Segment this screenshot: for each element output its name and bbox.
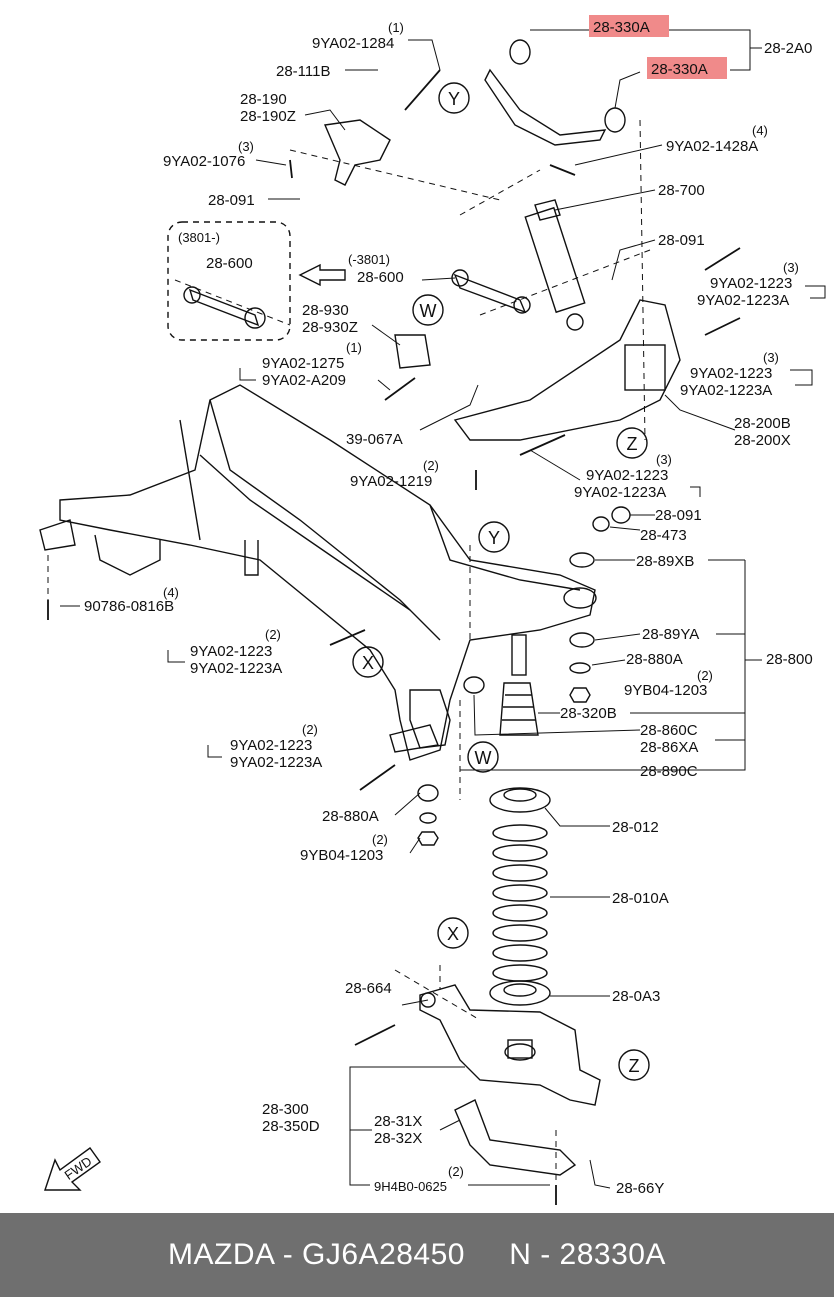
callout-qty: (4) <box>163 585 179 600</box>
callout-28-890C: 28-890C <box>640 763 698 780</box>
callout-3801-to: (-3801) <box>348 252 390 267</box>
callout-28-32X: 28-32X <box>374 1130 422 1147</box>
callout-9YA02-1223A: 9YA02-1223A <box>697 292 789 309</box>
callout-qty: (2) <box>448 1164 464 1179</box>
callout-28-320B: 28-320B <box>560 705 617 722</box>
exploded-parts-diagram: Y W Z Y X W X Z (1) 9YA02-1284 28-111B 2… <box>39 15 826 1205</box>
callout-9YA02-1428A: 9YA02-1428A <box>666 138 758 155</box>
callout-9YA02-1223: 9YA02-1223 <box>690 365 772 382</box>
callout-28-930Z: 28-930Z <box>302 319 358 336</box>
direction-arrow <box>298 263 346 287</box>
callout-qty: (3) <box>763 350 779 365</box>
circle-marker-z1: Z <box>627 434 638 454</box>
callout-9YA02-1076: 9YA02-1076 <box>163 153 245 170</box>
callout-28-012: 28-012 <box>612 819 659 836</box>
callout-28-473: 28-473 <box>640 527 687 544</box>
coil-spring <box>492 824 548 982</box>
callout-9YA02-1284: 9YA02-1284 <box>312 35 394 52</box>
callout-3801-from: (3801-) <box>178 230 220 245</box>
circle-marker-z2: Z <box>629 1056 640 1076</box>
spring-seat-upper <box>489 787 551 813</box>
footer-diagram-number: N - 28330A <box>509 1238 666 1271</box>
callout-28-880A: 28-880A <box>322 808 379 825</box>
circle-marker-y2: Y <box>488 528 500 548</box>
callout-9YA02-1223: 9YA02-1223 <box>710 275 792 292</box>
upper-arm <box>484 68 607 146</box>
callout-28-600-inset: 28-600 <box>206 255 253 272</box>
callout-9YA02-1223A: 9YA02-1223A <box>230 754 322 771</box>
footer-bar: MAZDA - GJ6A28450 N - 28330A <box>0 1213 834 1297</box>
callout-28-190: 28-190 <box>240 91 287 108</box>
callout-qty: (1) <box>346 340 362 355</box>
callout-qty: (2) <box>697 668 713 683</box>
callout-qty: (4) <box>752 123 768 138</box>
callout-9YA02-1275: 9YA02-1275 <box>262 355 344 372</box>
callout-qty: (1) <box>388 20 404 35</box>
callout-28-190Z: 28-190Z <box>240 108 296 125</box>
crossmember-outline <box>59 384 596 761</box>
circle-marker-w2: W <box>475 748 492 768</box>
callout-28-31X: 28-31X <box>374 1113 422 1130</box>
callout-9YA02-1223A: 9YA02-1223A <box>190 660 282 677</box>
callout-28-300: 28-300 <box>262 1101 309 1118</box>
callout-28-664: 28-664 <box>345 980 392 997</box>
callout-28-091: 28-091 <box>655 507 702 524</box>
callout-28-89XB: 28-89XB <box>636 553 694 570</box>
callout-9YA02-1223: 9YA02-1223 <box>230 737 312 754</box>
circle-marker-y1: Y <box>448 89 460 109</box>
callout-28-600: 28-600 <box>357 269 404 286</box>
callout-9YA02-A209: 9YA02-A209 <box>262 372 346 389</box>
callout-28-89YA: 28-89YA <box>642 626 699 643</box>
callout-qty: (2) <box>265 627 281 642</box>
callout-28-091: 28-091 <box>658 232 705 249</box>
callout-28-880A: 28-880A <box>626 651 683 668</box>
callout-qty: (2) <box>423 458 439 473</box>
callout-qty: (3) <box>783 260 799 275</box>
callout-qty: (3) <box>656 452 672 467</box>
callout-90786-0816B: 90786-0816B <box>84 598 174 615</box>
callout-28-86XA: 28-86XA <box>640 739 698 756</box>
callout-28-200B: 28-200B <box>734 415 791 432</box>
footer-part-number: MAZDA - GJ6A28450 <box>168 1238 465 1271</box>
callout-qty: (3) <box>238 139 254 154</box>
callout-28-330A-1: 28-330A <box>593 19 650 36</box>
callout-28-350D: 28-350D <box>262 1118 320 1135</box>
callout-28-2A0: 28-2A0 <box>764 40 812 57</box>
callout-qty: (2) <box>302 722 318 737</box>
callout-9H4B0-0625: 9H4B0-0625 <box>374 1179 447 1194</box>
shock-absorber <box>524 206 586 314</box>
callout-28-0A3: 28-0A3 <box>612 988 660 1005</box>
circle-marker-w1: W <box>420 301 437 321</box>
callout-28-200X: 28-200X <box>734 432 791 449</box>
callout-28-111B: 28-111B <box>276 63 331 80</box>
footer-gap <box>465 1238 509 1272</box>
callout-28-860C: 28-860C <box>640 722 698 739</box>
callout-28-330A-2: 28-330A <box>651 61 708 78</box>
callout-28-700: 28-700 <box>658 182 705 199</box>
callout-9YB04-1203: 9YB04-1203 <box>300 847 383 864</box>
lower-control-arm <box>419 984 601 1106</box>
callout-9YA02-1219: 9YA02-1219 <box>350 473 432 490</box>
callout-39-067A: 39-067A <box>346 431 403 448</box>
highlight-28-330A-2 <box>647 57 727 79</box>
callout-9YA02-1223: 9YA02-1223 <box>190 643 272 660</box>
callout-9YA02-1223: 9YA02-1223 <box>586 467 668 484</box>
callout-9YA02-1223A: 9YA02-1223A <box>680 382 772 399</box>
circle-marker-x2: X <box>447 924 459 944</box>
callout-9YA02-1223A: 9YA02-1223A <box>574 484 666 501</box>
callout-28-66Y: 28-66Y <box>616 1180 664 1197</box>
callout-28-800: 28-800 <box>766 651 813 668</box>
callout-28-010A: 28-010A <box>612 890 669 907</box>
callout-9YB04-1203: 9YB04-1203 <box>624 682 707 699</box>
callout-28-930: 28-930 <box>302 302 349 319</box>
callout-qty: (2) <box>372 832 388 847</box>
circle-marker-x1: X <box>362 653 374 673</box>
callout-28-091: 28-091 <box>208 192 255 209</box>
fwd-arrow <box>44 1147 101 1191</box>
highlight-28-330A-1 <box>589 15 669 37</box>
inset-box <box>167 221 291 341</box>
